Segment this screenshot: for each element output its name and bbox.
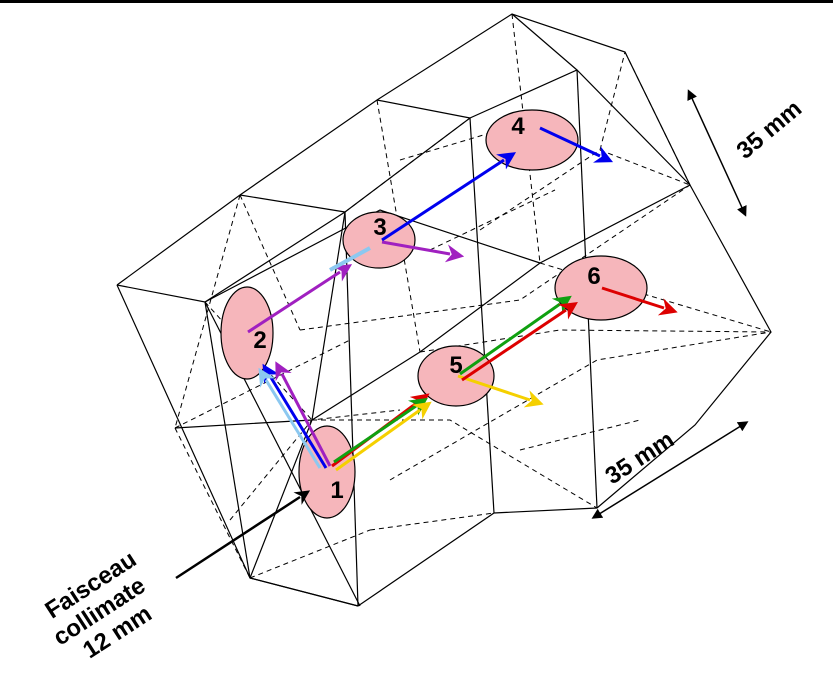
path-2-3-purple [247, 264, 353, 334]
crystal-label-5: 5 [449, 352, 462, 379]
path-1-5-green [333, 397, 428, 464]
width-dimension-arrow [591, 421, 749, 519]
beam-label: Faisceau collimate 12 mm [40, 546, 156, 664]
path-5-out-yellow [457, 374, 544, 408]
crystal-spot-2 [220, 286, 274, 380]
path-2-3-lightblue [329, 246, 371, 272]
path-4-out-blue [539, 126, 614, 163]
path-3-out-purple [381, 240, 465, 263]
path-1-2-lightblue [258, 367, 322, 469]
beam-arrow [175, 490, 311, 580]
photon-paths [247, 126, 678, 472]
path-1-2-purple [275, 361, 332, 467]
crystal-label-6: 6 [587, 263, 600, 290]
width-dimension-label: 35 mm [601, 426, 679, 490]
hidden-edges [174, 13, 772, 579]
top-border [0, 0, 833, 3]
crystal-spots [220, 109, 648, 519]
path-3-4-blue [381, 152, 517, 242]
path-1-2-blue [262, 363, 328, 469]
path-5-6-green [459, 295, 572, 376]
path-5-6-red [461, 301, 578, 382]
path-1-5-yellow [335, 401, 432, 472]
crystal-label-4: 4 [511, 113, 525, 140]
crystal-spot-6 [554, 255, 648, 321]
height-dimension-label: 35 mm [732, 95, 808, 165]
crystal-label-1: 1 [330, 477, 343, 504]
crystal-spot-5 [417, 345, 495, 407]
height-dimension-arrow [687, 89, 747, 217]
crystal-label-2: 2 [253, 327, 266, 354]
crystal-label-3: 3 [373, 214, 386, 241]
crystal-labels: 1 2 3 4 5 6 [253, 113, 600, 504]
path-6-out-red [601, 286, 678, 316]
